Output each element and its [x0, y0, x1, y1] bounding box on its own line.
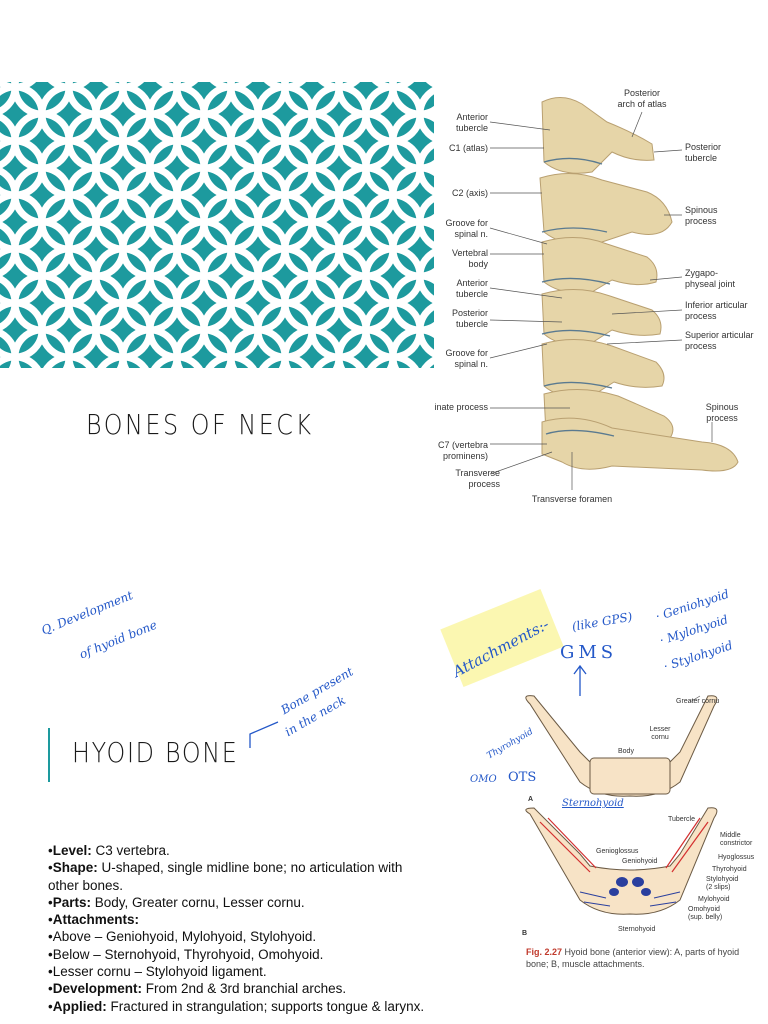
label-lesser-cornu: Lesser cornu [649, 726, 671, 741]
bullet-shape-continuation: other bones. [48, 877, 124, 893]
label-stylohyoid: Stylohyoid (2 slips) [706, 876, 739, 891]
title-accent-bar [48, 728, 50, 782]
label-hyoglossus: Hyoglossus [718, 854, 755, 861]
handwriting-sternohyoid: Sternohyoid [562, 798, 624, 809]
teal-circle-pattern [0, 82, 434, 368]
slide-title-bones-of-neck: BONES OF NECK [86, 408, 314, 441]
bullet-lesser-cornu: •Lesser cornu – Stylohyoid ligament. [48, 964, 267, 980]
label-c1-atlas: C1 (atlas) [448, 143, 488, 153]
label-posterior-arch: Posterior arch of atlas [617, 88, 667, 109]
label-transverse-foramen: Transverse foramen [531, 494, 613, 504]
label-genioglossus: Genioglossus [596, 848, 639, 855]
bullet-above: •Above – Geniohyoid, Mylohyoid, Stylohyo… [48, 929, 317, 945]
label-groove-spinal-1: Groove for spinal n. [445, 218, 488, 239]
label-spinous-process-1: Spinous process [685, 205, 718, 226]
cervical-spine-figure: Anterior tubercle C1 (atlas) C2 (axis) G… [432, 82, 768, 512]
label-body: Body [618, 748, 634, 755]
handwriting-up-arrow-icon [573, 664, 587, 696]
label-c7: C7 (vertebra prominens) [437, 440, 488, 461]
label-groove-spinal-2: Groove for spinal n. [445, 348, 488, 369]
pattern-svg [0, 82, 434, 368]
hyoid-illustration [525, 695, 718, 915]
handwriting-ots: OTS [508, 770, 537, 785]
bullet-parts: •Parts: Body, Greater cornu, Lesser corn… [48, 894, 305, 910]
handwriting-like-gps: (like GPS) [570, 609, 634, 634]
label-a: A [528, 796, 534, 803]
label-uncinate-process: inate process [434, 402, 488, 412]
bullet-below: •Below – Sternohyoid, Thyrohyoid, Omohyo… [48, 946, 324, 962]
label-sternohyoid: Sternohyoid [618, 926, 656, 933]
caption-figure-number: Fig. 2.27 [526, 947, 563, 957]
hyoid-bullet-list: •Level: C3 vertebra. •Shape: U-shaped, s… [48, 842, 468, 1015]
slide-title-hyoid-bone: HYOID BONE [72, 736, 239, 769]
bullet-shape: •Shape: U-shaped, single midline bone; n… [48, 860, 403, 876]
label-geniohyoid: Geniohyoid [622, 858, 658, 865]
hyoid-figure: Greater cornu Lesser cornu Body A Tuberc… [510, 672, 768, 972]
slide-hyoid-bone: Q. Development of hyoid bone HYOID BONE … [0, 512, 768, 1024]
cervical-spine-illustration [489, 97, 739, 490]
label-spinous-process-2: Spinous process [705, 402, 739, 423]
bullet-level: •Level: C3 vertebra. [48, 843, 170, 858]
bullet-applied: •Applied: Fractured in strangulation; su… [48, 998, 425, 1014]
label-inferior-articular: Inferior articular process [685, 300, 748, 321]
label-posterior-tubercle-left: Posterior tubercle [451, 308, 488, 329]
bullet-development: •Development: From 2nd & 3rd branchial a… [48, 981, 347, 997]
slide-bones-of-neck: BONES OF NECK [0, 82, 768, 512]
handwriting-gms: GMS [560, 642, 618, 663]
handwriting-omo: OMO [470, 774, 497, 785]
label-b: B [522, 930, 528, 937]
label-c2-axis: C2 (axis) [451, 188, 488, 198]
handwriting-development-q2: of hyoid bone [77, 617, 159, 662]
label-posterior-tubercle-right: Posterior tubercle [685, 142, 722, 163]
label-vertebral-body: Vertebral body [451, 248, 488, 269]
figure-caption: Fig. 2.27 Hyoid bone (anterior view): A,… [526, 946, 762, 970]
label-tubercle: Tubercle [668, 816, 695, 823]
label-thyrohyoid: Thyrohyoid [712, 866, 747, 873]
label-superior-articular: Superior articular process [685, 330, 754, 351]
label-zygapophyseal-joint: Zygapo- physeal joint [685, 268, 736, 289]
label-middle-constrictor: Middle constrictor [720, 832, 753, 847]
label-anterior-tubercle: Anterior tubercle [455, 112, 488, 133]
caption-text: Hyoid bone (anterior view): A, parts of … [526, 947, 740, 969]
bullet-attachments: •Attachments: [48, 912, 139, 928]
label-anterior-tubercle-2: Anterior tubercle [455, 278, 488, 299]
label-greater-cornu: Greater cornu [676, 698, 720, 705]
label-omohyoid: Omohyoid (sup. belly) [688, 906, 723, 921]
handwriting-arrow-icon [249, 721, 279, 748]
label-mylohyoid: Mylohyoid [698, 896, 730, 903]
label-transverse-process: Transverse process [455, 468, 500, 489]
